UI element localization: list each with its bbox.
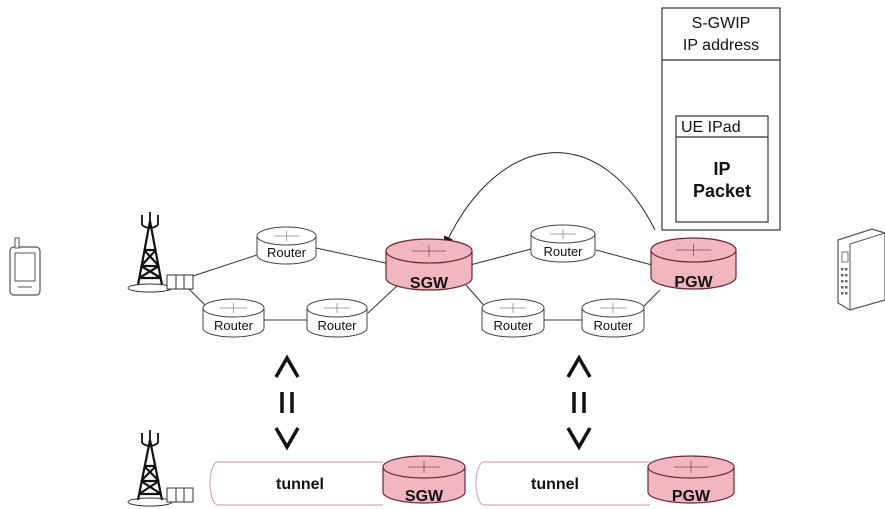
packet-outer-line1: S-GWIP [692,15,751,32]
router-3-label: Router [317,318,357,333]
router-2: Router [202,298,265,338]
sgw-tunnel-gateway: SGW [382,455,466,505]
forward-arrow [444,152,656,247]
tunnel-2: tunnel [475,461,650,506]
equivalence-arrow-right [566,354,592,451]
pgw-label: PGW [674,274,713,291]
pgw-gateway: PGW [650,237,737,291]
router-4: Router [530,224,596,263]
packet-inner-header: UE IPad [681,119,741,136]
server-icon [837,228,885,311]
packet-inner-line2: Packet [693,181,751,201]
packet-inner-box [675,115,769,223]
router-3: Router [306,298,368,338]
sgw-tunnel-label: SGW [405,488,444,505]
router-6-label: Router [593,318,633,333]
router-6: Router [581,298,645,338]
packet-outer-line2: IP address [683,37,759,54]
packet-inner-line1: IP [713,159,730,179]
mobile-phone-icon [9,237,41,296]
pgw-tunnel-label: PGW [672,488,711,505]
equivalence-arrow-left [274,354,300,451]
tunnel-1-label: tunnel [276,476,324,493]
pgw-tunnel-gateway: PGW [647,455,735,505]
router-1: Router [256,226,317,265]
router-5: Router [481,298,545,338]
tunnel-1: tunnel [209,461,383,506]
sgw-label: SGW [410,275,449,292]
sgw-gateway: SGW [385,238,473,292]
router-5-label: Router [493,318,533,333]
packet-diagram: S-GWIP IP address UE IPad IP Packet [661,7,781,231]
tunnel-2-label: tunnel [531,476,579,493]
router-1-label: Router [267,245,307,260]
router-2-label: Router [214,318,254,333]
router-4-label: Router [543,244,583,259]
cell-tower-icon-bottom [127,430,194,507]
cell-tower-icon [127,212,194,293]
